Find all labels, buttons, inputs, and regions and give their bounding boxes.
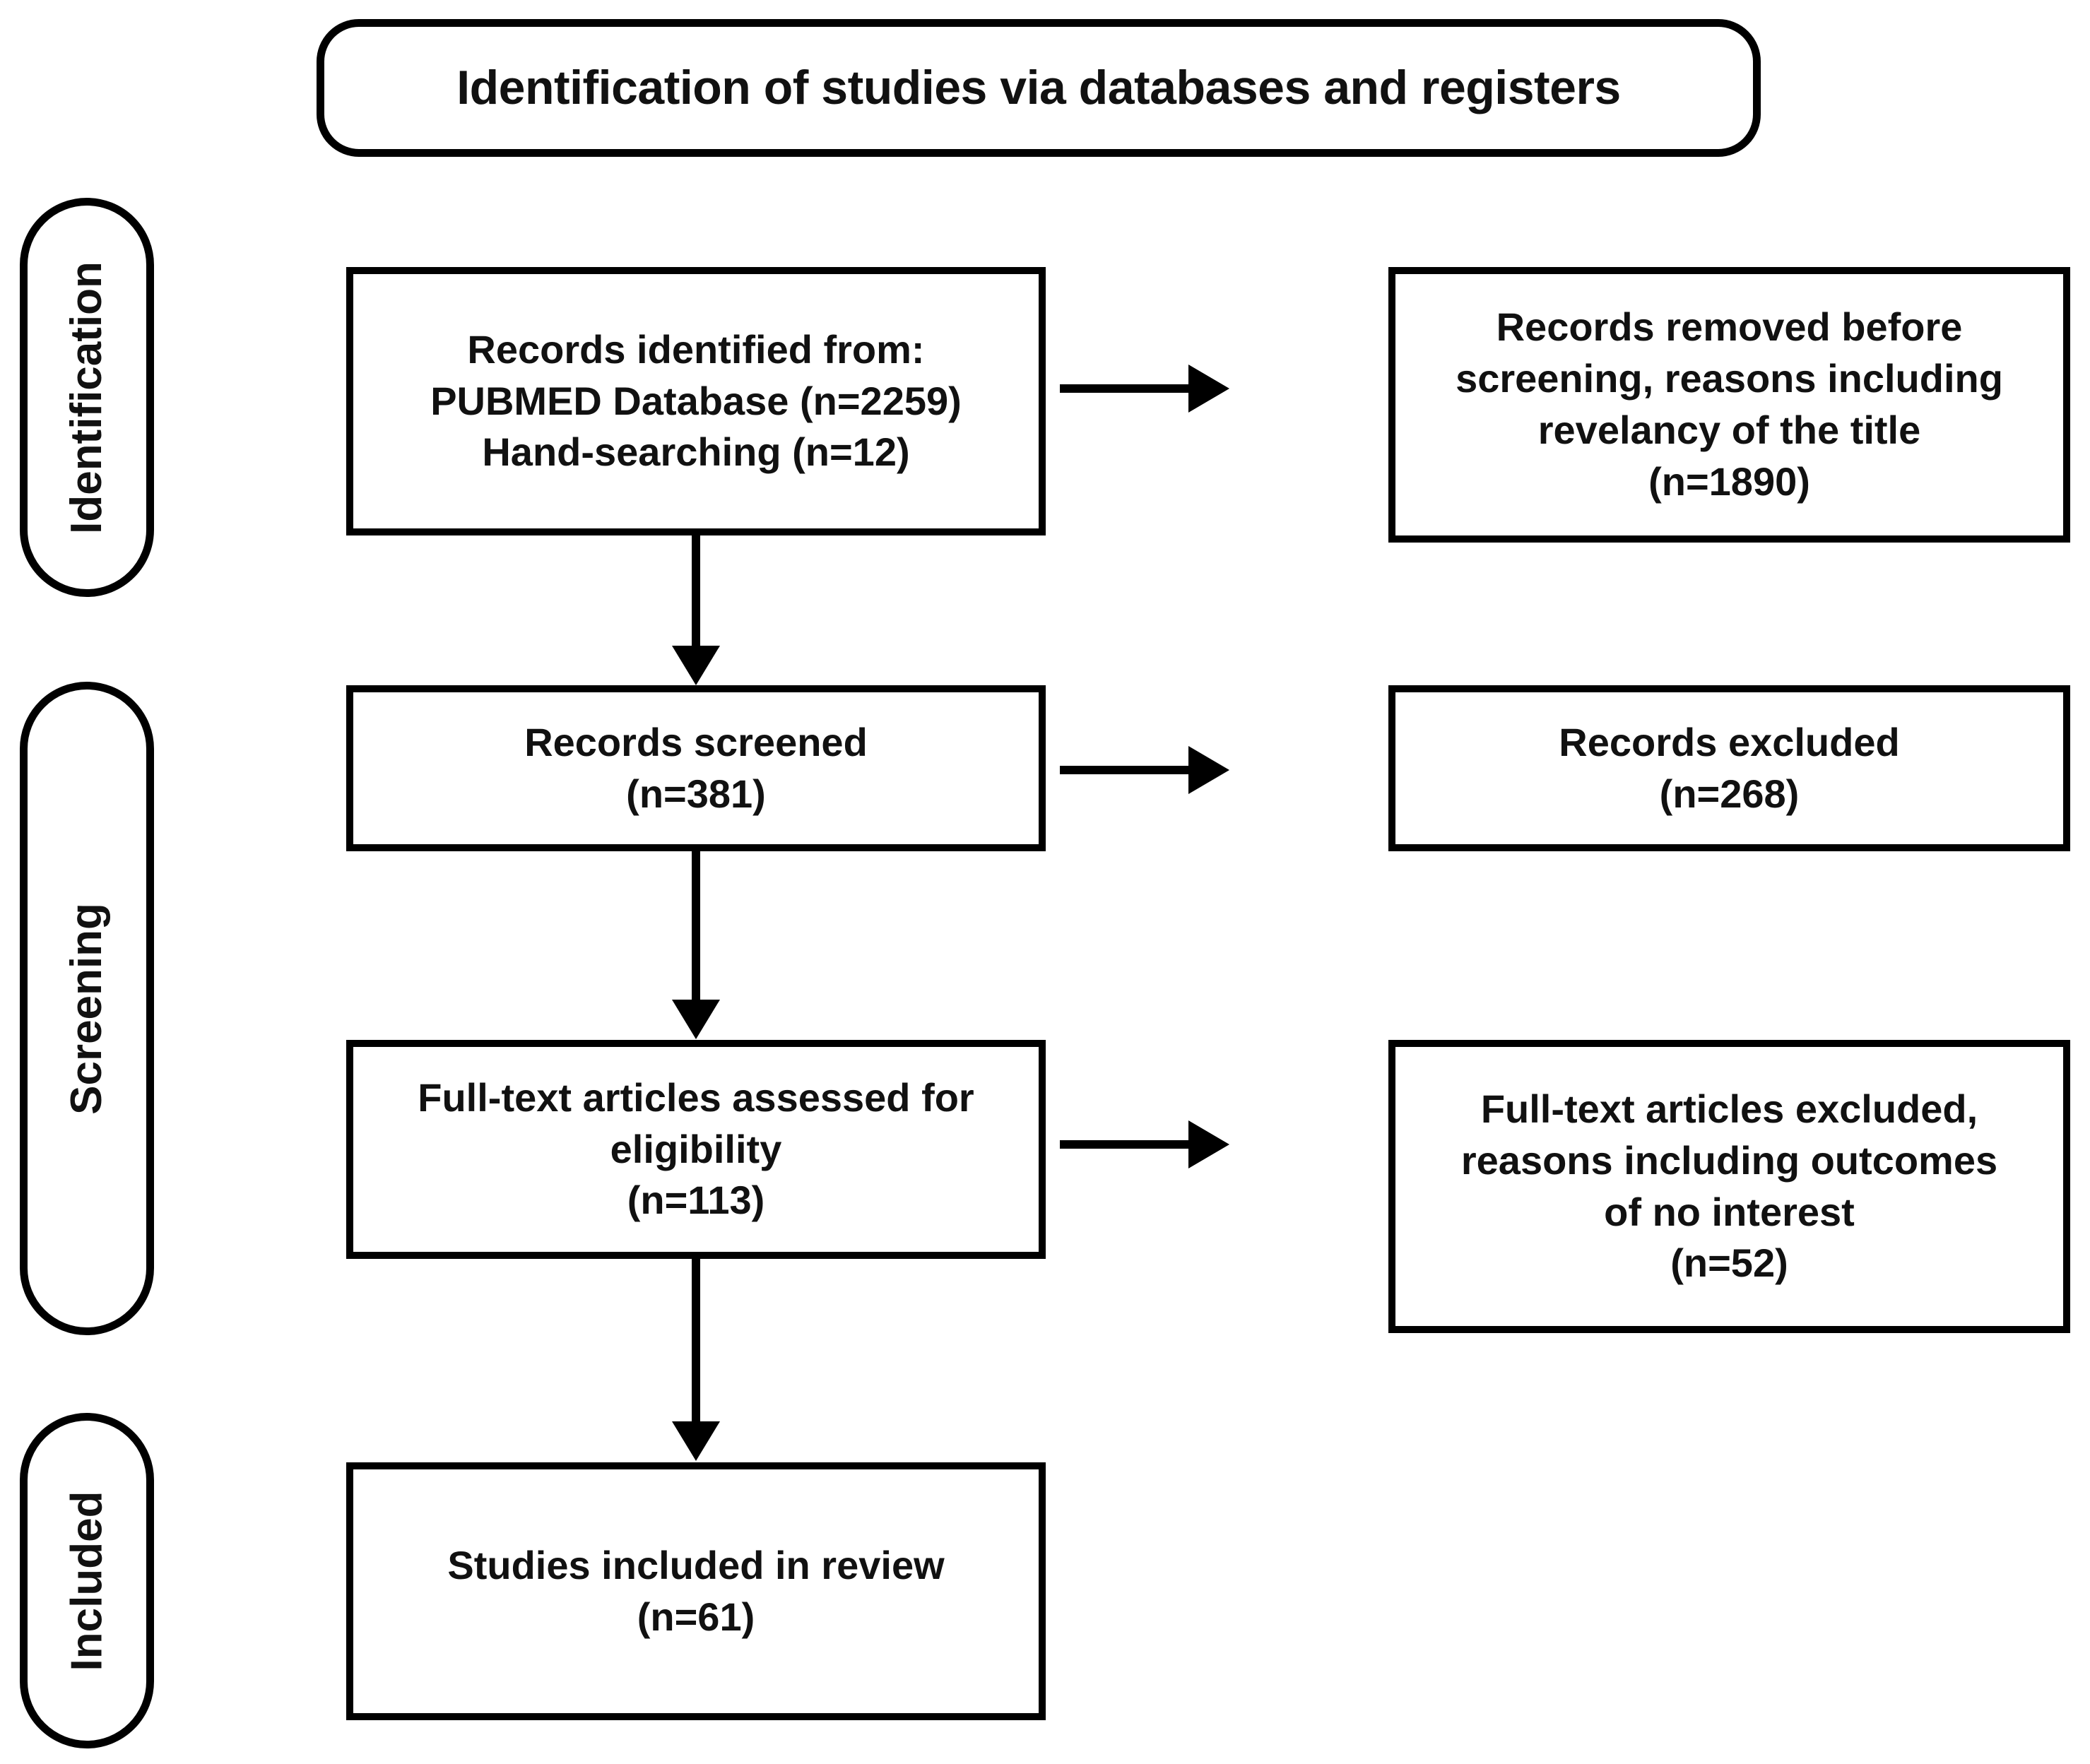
stage-label-included-text: Included xyxy=(62,1491,111,1671)
box-records-identified-line-2: PUBMED Database (n=2259) xyxy=(430,378,962,423)
box-records-identified-line-1: Records identified from: xyxy=(467,326,925,372)
box-fulltext-excluded-line-1: Full-text articles excluded, xyxy=(1480,1086,1978,1131)
box-studies-included-line-2: (n=61) xyxy=(637,1594,755,1639)
box-fulltext-excluded-line-3: of no interest xyxy=(1604,1189,1855,1234)
box-fulltext-assessed: Full-text articles assessed for eligibil… xyxy=(346,1040,1046,1259)
box-fulltext-excluded-line-4: (n=52) xyxy=(1670,1241,1788,1286)
diagram-title-banner: Identification of studies via databases … xyxy=(317,19,1761,157)
box-fulltext-excluded-line-2: reasons including outcomes xyxy=(1460,1137,1998,1183)
box-records-removed-line-1: Records removed before xyxy=(1496,304,1963,350)
stage-label-identification-text: Identification xyxy=(62,261,111,534)
arrow-right-identified-to-removed xyxy=(1060,346,1392,431)
box-records-removed-line-4: (n=1890) xyxy=(1648,458,1810,504)
box-fulltext-excluded: Full-text articles excluded, reasons inc… xyxy=(1388,1040,2070,1333)
stage-label-screening-text: Screening xyxy=(62,902,111,1115)
page-title: Identification of studies via databases … xyxy=(456,61,1621,115)
arrow-down-screened-to-fulltext xyxy=(654,851,738,1042)
stage-label-included: Included xyxy=(20,1413,154,1748)
box-records-removed-line-2: screening, reasons including xyxy=(1456,356,2003,401)
box-fulltext-assessed-line-2: eligibility xyxy=(610,1126,782,1171)
box-records-screened-line-1: Records screened xyxy=(524,719,868,764)
box-records-identified-line-3: Hand-searching (n=12) xyxy=(482,430,910,475)
stage-label-screening: Screening xyxy=(20,682,154,1335)
arrow-right-screened-to-excluded xyxy=(1060,728,1392,812)
box-studies-included: Studies included in review (n=61) xyxy=(346,1462,1046,1720)
box-fulltext-assessed-line-3: (n=113) xyxy=(627,1178,765,1223)
box-records-screened: Records screened (n=381) xyxy=(346,685,1046,851)
arrow-down-identified-to-screened xyxy=(654,535,738,687)
box-records-identified: Records identified from: PUBMED Database… xyxy=(346,267,1046,535)
arrow-down-fulltext-to-included xyxy=(654,1259,738,1464)
box-records-excluded-line-1: Records excluded xyxy=(1559,719,1900,764)
box-studies-included-line-1: Studies included in review xyxy=(447,1542,945,1587)
stage-label-identification: Identification xyxy=(20,198,154,597)
box-records-screened-line-2: (n=381) xyxy=(626,771,766,816)
box-records-excluded: Records excluded (n=268) xyxy=(1388,685,2070,851)
box-records-removed: Records removed before screening, reason… xyxy=(1388,267,2070,543)
box-records-excluded-line-2: (n=268) xyxy=(1659,771,1800,816)
arrow-right-fulltext-to-fulltext-excluded xyxy=(1060,1102,1392,1187)
box-records-removed-line-3: revelancy of the title xyxy=(1537,408,1921,452)
box-fulltext-assessed-line-1: Full-text articles assessed for xyxy=(418,1075,974,1120)
